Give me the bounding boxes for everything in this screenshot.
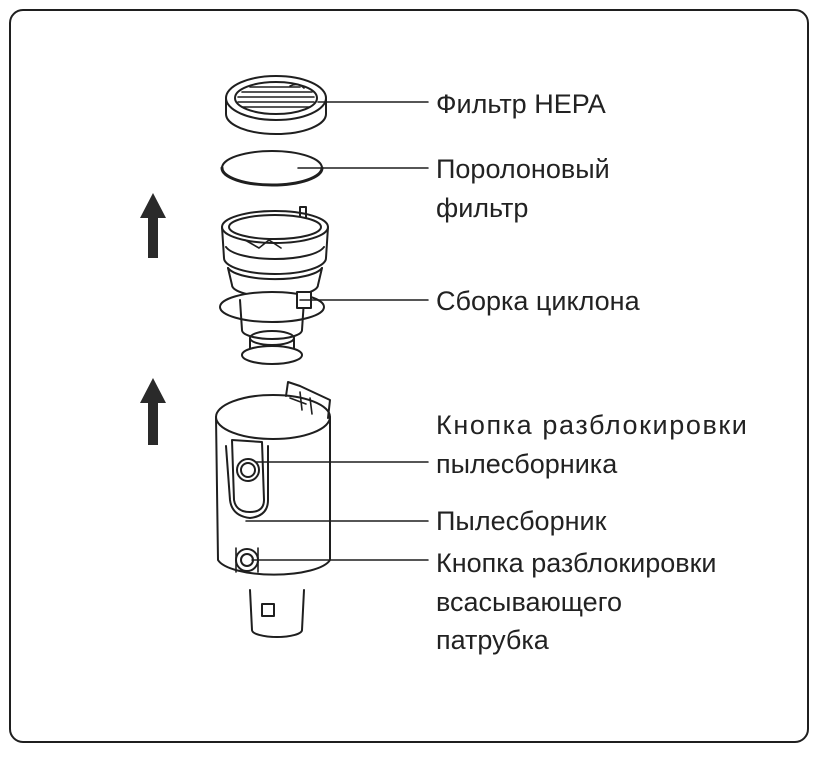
nozzle-release-label-line2: всасывающего <box>436 587 622 617</box>
dustbin-label: Пылесборник <box>436 506 607 536</box>
arrow-up-icon <box>140 378 166 445</box>
foam-filter-label-line1: Поролоновый <box>436 154 610 184</box>
cyclone-assembly-label: Сборка циклона <box>436 286 640 316</box>
foam-filter-label-line2: фильтр <box>436 193 529 223</box>
dustbin-release-label-line1: Кнопка разблокировки <box>436 410 749 440</box>
hepa-filter-label: Фильтр HEPA <box>436 89 606 119</box>
arrow-up-icon <box>140 193 166 258</box>
leader-lines <box>245 101 429 561</box>
foam-filter-part <box>220 150 324 187</box>
hepa-filter-part <box>225 75 327 135</box>
dustbin-release-label-line2: пылесборника <box>436 449 618 479</box>
nozzle-release-label-line3: патрубка <box>436 625 549 655</box>
dustbin-part <box>215 381 331 638</box>
cyclone-assembly-part <box>219 206 329 365</box>
diagram-frame <box>9 9 809 743</box>
nozzle-release-label-line1: Кнопка разблокировки <box>436 548 717 578</box>
